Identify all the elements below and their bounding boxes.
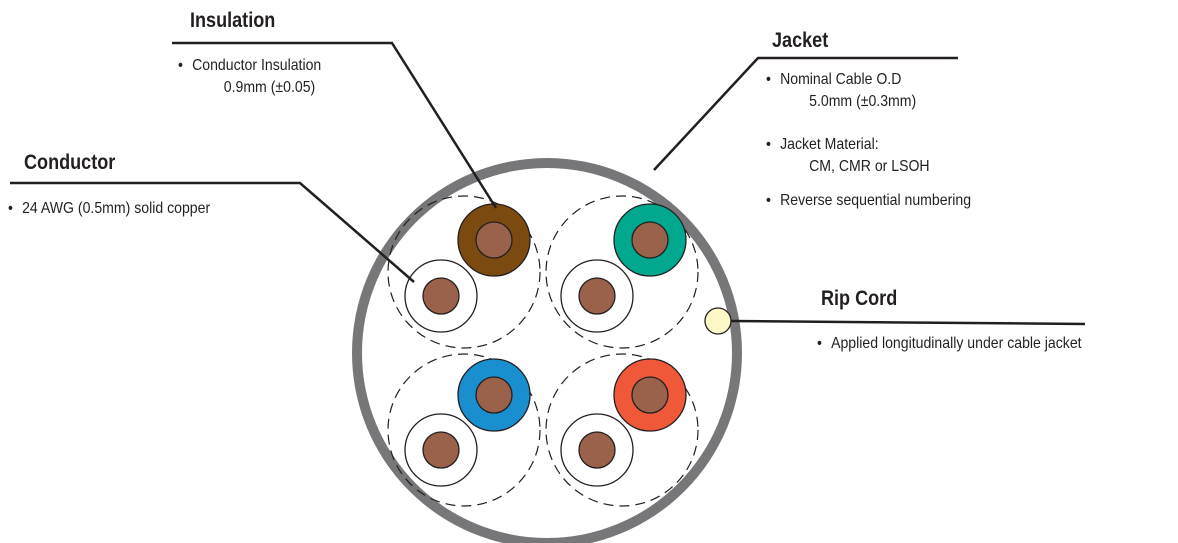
copper-conductor [578,277,616,315]
pair-outline-brown [387,195,541,349]
jacket-leader-line [653,56,958,171]
jacket-spec-material-line2: CM, CMR or LSOH [809,158,930,175]
copper-conductor [631,221,669,259]
rip-cord-leader-line [730,319,1086,326]
copper-conductor [475,376,513,414]
wire-blue [457,358,531,432]
wire-orange [613,358,687,432]
copper-conductor [578,431,616,469]
conductor-spec-line1: 24 AWG (0.5mm) solid copper [22,200,211,217]
bullet: • [766,136,771,153]
jacket-title: Jacket [772,29,829,52]
insulation-leader-line [172,41,498,209]
copper-conductor [475,221,513,259]
conductor-spec: • 24 AWG (0.5mm) solid copper [8,198,210,220]
copper-conductor [631,376,669,414]
wire-white-blue [404,413,478,487]
rip-cord-title: Rip Cord [821,287,898,310]
pair-outline-blue [387,353,541,507]
wire-pairs [404,203,687,487]
jacket-spec-numbering-line1: Reverse sequential numbering [780,192,972,209]
jacket-spec-material: • Jacket Material: CM, CMR or LSOH [766,134,930,178]
insulation-title: Insulation [190,9,276,32]
wire-brown [457,203,531,277]
pair-outline-orange [545,353,699,507]
jacket-spec-od-line2: 5.0mm (±0.3mm) [809,93,917,110]
callout-lines [10,41,1086,326]
conductor-title: Conductor [24,151,116,174]
rip-cord [704,307,732,335]
conductor-leader-line [10,181,415,283]
bullet: • [766,192,771,209]
bullet: • [8,200,13,217]
jacket-spec-od-line1: Nominal Cable O.D [780,71,902,88]
copper-conductor [422,431,460,469]
wire-white-brown [404,259,478,333]
rip-cord-spec: • Applied longitudinally under cable jack… [817,333,1082,355]
copper-conductor [422,277,460,315]
insulation-spec-line1: Conductor Insulation [192,57,322,74]
wire-green [613,203,687,277]
bullet: • [766,71,771,88]
insulation-spec-line2: 0.9mm (±0.05) [223,79,316,96]
jacket-spec-od: • Nominal Cable O.D 5.0mm (±0.3mm) [766,69,916,113]
pair-outlines [387,195,699,507]
bullet: • [817,335,822,352]
insulation-spec: • Conductor Insulation 0.9mm (±0.05) [178,55,321,99]
wire-white-green [560,259,634,333]
wire-white-orange [560,413,634,487]
pair-outline-green [545,195,699,349]
bullet: • [178,57,183,74]
jacket-spec-numbering: • Reverse sequential numbering [766,190,971,212]
jacket-spec-material-line1: Jacket Material: [780,136,879,153]
rip-cord-spec-line1: Applied longitudinally under cable jacke… [831,335,1082,352]
